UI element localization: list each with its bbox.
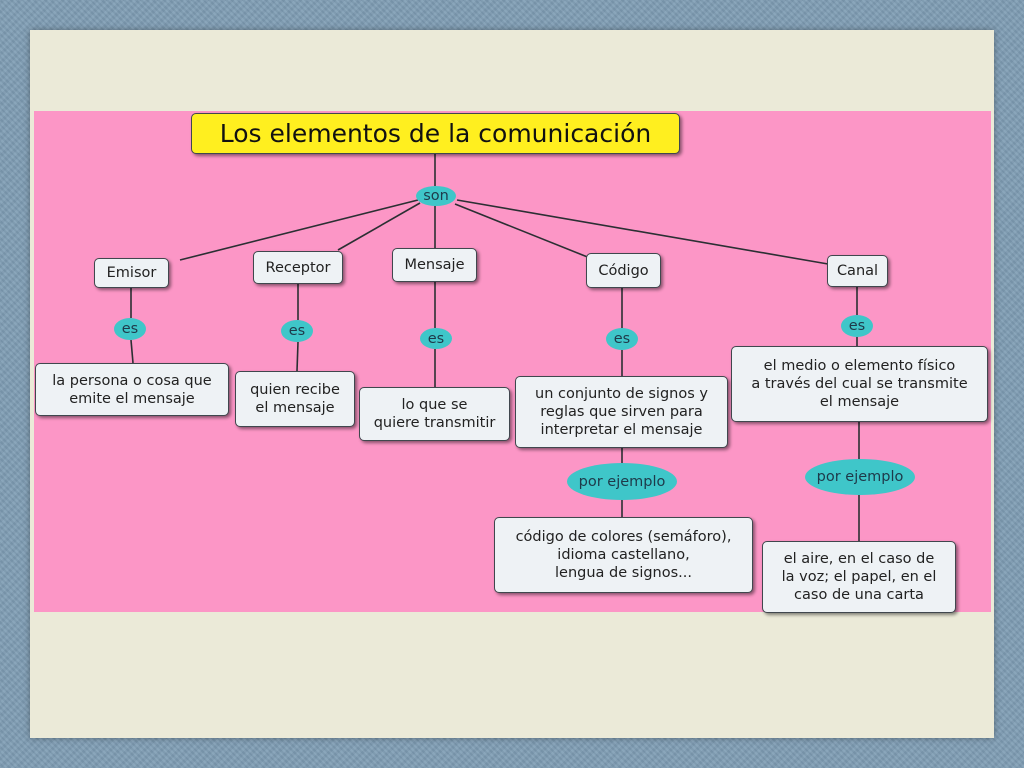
- example-codigo: código de colores (semáforo), idioma cas…: [494, 517, 753, 593]
- linker-es-emisor: es: [114, 318, 146, 340]
- linker-por-ejemplo-canal: por ejemplo: [805, 459, 915, 495]
- node-emisor: Emisor: [94, 258, 169, 288]
- definition-canal: el medio o elemento físico a través del …: [731, 346, 988, 422]
- main-title: Los elementos de la comunicación: [191, 113, 680, 154]
- node-receptor: Receptor: [253, 251, 343, 284]
- linker-es-mensaje: es: [420, 328, 452, 349]
- definition-mensaje: lo que se quiere transmitir: [359, 387, 510, 441]
- linker-son: son: [416, 186, 456, 206]
- linker-es-codigo: es: [606, 328, 638, 350]
- definition-codigo: un conjunto de signos y reglas que sirve…: [515, 376, 728, 448]
- definition-emisor: la persona o cosa que emite el mensaje: [35, 363, 229, 416]
- linker-es-receptor: es: [281, 320, 313, 342]
- definition-receptor: quien recibe el mensaje: [235, 371, 355, 427]
- node-canal: Canal: [827, 255, 888, 287]
- node-codigo: Código: [586, 253, 661, 288]
- linker-es-canal: es: [841, 315, 873, 337]
- linker-por-ejemplo-codigo: por ejemplo: [567, 463, 677, 500]
- example-canal: el aire, en el caso de la voz; el papel,…: [762, 541, 956, 613]
- node-mensaje: Mensaje: [392, 248, 477, 282]
